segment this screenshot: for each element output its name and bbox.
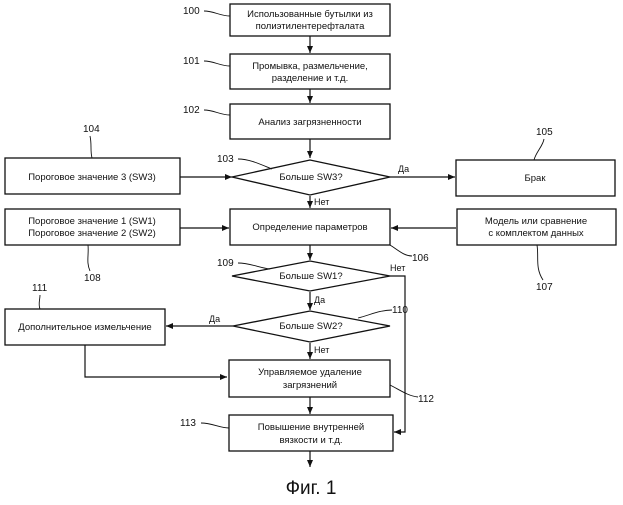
input-108-text-2: Пороговое значение 2 (SW2) (28, 228, 156, 239)
leader-102 (204, 110, 230, 115)
step-101-text-1: Промывка, размельчение, (252, 61, 368, 72)
ref-102: 102 (183, 105, 200, 116)
input-107-text-1: Модель или сравнение (485, 216, 587, 227)
step-112: Управляемое удаление загрязнений (229, 360, 390, 397)
step-113: Повышение внутренней вязкости и т.д. (229, 415, 393, 451)
input-108: Пороговое значение 1 (SW1) Пороговое зна… (5, 209, 180, 245)
ref-113: 113 (180, 418, 196, 429)
leader-100 (204, 11, 230, 16)
input-104: Пороговое значение 3 (SW3) (5, 158, 180, 194)
label-no-110: Нет (314, 345, 329, 355)
input-107-box (457, 209, 616, 245)
step-112-text-1: Управляемое удаление (258, 367, 362, 378)
input-107-text-2: с комплектом данных (488, 228, 584, 239)
label-yes-109: Да (314, 295, 325, 305)
ref-105: 105 (536, 127, 553, 138)
step-101: Промывка, размельчение, разделение и т.д… (230, 54, 390, 89)
step-100: Использованные бутылки из полиэтилентере… (230, 4, 390, 36)
arrow-111-112 (85, 345, 227, 377)
label-yes-103: Да (398, 164, 409, 174)
label-yes-110: Да (209, 314, 220, 324)
ref-107: 107 (536, 282, 553, 293)
leader-103 (238, 159, 272, 169)
step-113-text-2: вязкости и т.д. (279, 435, 342, 446)
step-100-text-1: Использованные бутылки из (247, 9, 373, 20)
leader-110 (358, 310, 392, 318)
step-106: Определение параметров (230, 209, 390, 245)
decision-103: Больше SW3? (232, 160, 390, 195)
leader-108 (88, 245, 90, 271)
decision-110-text: Больше SW2? (279, 321, 342, 332)
step-111-text: Дополнительное измельчение (18, 322, 151, 333)
step-101-text-2: разделение и т.д. (272, 73, 349, 84)
ref-109: 109 (217, 258, 234, 269)
leader-113 (201, 423, 229, 428)
step-111: Дополнительное измельчение (5, 309, 165, 345)
leader-112 (390, 385, 418, 397)
input-107: Модель или сравнение с комплектом данных (457, 209, 616, 245)
step-102-text: Анализ загрязненности (258, 117, 361, 128)
arrow-109-113-bypass (390, 276, 405, 432)
decision-103-text: Больше SW3? (279, 172, 342, 183)
leader-105 (534, 139, 544, 160)
leader-107 (537, 245, 543, 280)
reject-105-text: Брак (525, 173, 547, 184)
ref-103: 103 (217, 154, 234, 165)
leader-106 (390, 245, 412, 256)
ref-110: 110 (392, 305, 408, 316)
input-108-box (5, 209, 180, 245)
input-108-text-1: Пороговое значение 1 (SW1) (28, 216, 156, 227)
step-100-text-2: полиэтилентерефталата (256, 21, 366, 32)
step-102: Анализ загрязненности (230, 104, 390, 139)
ref-104: 104 (83, 124, 100, 135)
leader-104 (90, 136, 92, 158)
step-112-text-2: загрязнений (283, 380, 337, 391)
input-104-text: Пороговое значение 3 (SW3) (28, 172, 156, 183)
step-106-text: Определение параметров (252, 222, 367, 233)
ref-106: 106 (412, 253, 429, 264)
ref-112: 112 (418, 394, 434, 405)
leader-101 (204, 61, 230, 66)
step-112-box (229, 360, 390, 397)
reject-105: Брак (456, 160, 615, 196)
ref-108: 108 (84, 273, 101, 284)
ref-100: 100 (183, 6, 200, 17)
label-no-103: Нет (314, 197, 329, 207)
label-no-109: Нет (390, 263, 405, 273)
step-113-text-1: Повышение внутренней (258, 422, 364, 433)
ref-111: 111 (32, 283, 48, 294)
decision-109-text: Больше SW1? (279, 271, 342, 282)
ref-101: 101 (183, 56, 200, 67)
figure-caption: Фиг. 1 (286, 478, 337, 499)
leader-109 (238, 263, 270, 269)
leader-111 (39, 295, 40, 309)
